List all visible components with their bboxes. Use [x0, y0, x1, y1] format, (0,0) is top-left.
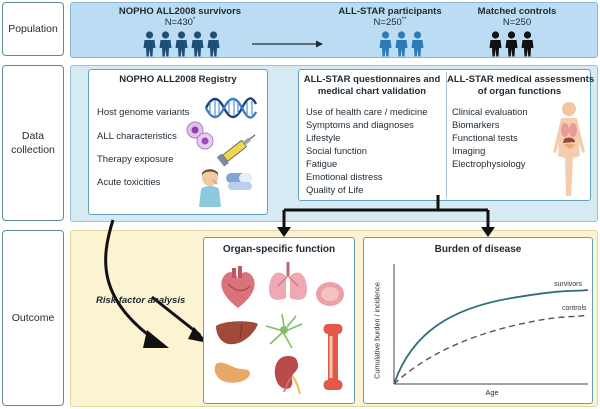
cohort-participants-footnote-mark: **	[401, 17, 407, 23]
assessments-title-line2: of organ functions	[477, 86, 562, 97]
cohort-participants-n: N=250	[373, 17, 402, 29]
assessment-item: Biomarkers	[452, 118, 500, 130]
assessment-item: Imaging	[452, 144, 486, 156]
questionnaires-title-line2: medical chart validation	[317, 86, 427, 97]
registry-item: Host genome variants	[97, 107, 190, 118]
bone-icon	[323, 324, 343, 390]
registry-box: NOPHO ALL2008 Registry Host genome varia…	[88, 69, 268, 215]
controls-label: controls	[562, 305, 587, 312]
assessment-item: Clinical evaluation	[452, 106, 528, 117]
population-arrow	[252, 40, 323, 48]
person-icon	[206, 31, 221, 57]
registry-title: NOPHO ALL2008 Registry	[119, 74, 237, 85]
cohort-controls-count: N=250	[462, 17, 572, 29]
kidney-icon	[274, 356, 301, 395]
registry-item: ALL characteristics	[97, 131, 177, 142]
controls-curve	[393, 314, 589, 385]
cohort-survivors-footnote-mark: *	[192, 17, 196, 23]
cohort-participants-count: N=250**	[320, 17, 460, 30]
burden-xlabel: Age	[485, 388, 499, 397]
person-icon	[174, 31, 189, 57]
person-icon	[488, 31, 503, 57]
row-label-population-text: Population	[8, 22, 58, 35]
organ-function-title: Organ-specific function	[222, 244, 336, 255]
person-icon	[142, 31, 157, 57]
assessment-item: Functional tests	[452, 131, 518, 143]
risk-factor-text: Risk factor analysis	[96, 295, 186, 306]
person-icon	[394, 31, 409, 57]
row-label-data-collection-text: Data collection	[11, 129, 55, 156]
survivors-curve	[393, 289, 589, 385]
registry-item: Acute toxicities	[97, 177, 161, 188]
cohort-survivors-count: N=430*	[100, 17, 260, 30]
heart-icon	[221, 266, 255, 308]
burden-plot: survivors controls	[393, 264, 589, 385]
risk-factor-arrow	[104, 219, 169, 348]
assessments-list: Clinical evaluation Biomarkers Functiona…	[452, 106, 528, 171]
blood-cells-icon	[186, 121, 214, 150]
questionnaires-assessments-box: ALL-STAR questionnaires and medical char…	[298, 69, 595, 201]
syringe-icon	[216, 134, 256, 167]
cohort-survivors-title: NOPHO ALL2008 survivors	[100, 6, 260, 18]
cohort-controls-n: N=250	[502, 17, 532, 28]
questionnaire-item: Lifestyle	[306, 131, 341, 143]
risk-factor-label: Risk factor analysis	[96, 295, 185, 306]
cohort-survivors-n: N=430	[164, 17, 193, 29]
questionnaires-list: Use of health care / medicine Symptoms a…	[306, 106, 427, 197]
assessment-item: Electrophysiology	[452, 157, 526, 169]
questionnaire-item: Emotional distress	[306, 170, 383, 182]
assessments-title-line1: ALL-STAR medical assessments	[447, 74, 595, 85]
population-band	[70, 2, 598, 58]
sick-child-icon	[199, 169, 221, 207]
cohort-participants-title-text: ALL-STAR participants	[338, 6, 442, 17]
pills-icon	[226, 173, 252, 190]
organ-function-box: Organ-specific function	[203, 237, 355, 404]
dna-icon	[204, 97, 258, 119]
row-label-outcome: Outcome	[2, 230, 64, 406]
participants-people-icon	[378, 31, 424, 57]
questionnaire-item: Social function	[306, 144, 367, 156]
burden-title: Burden of disease	[434, 244, 522, 255]
stomach-icon	[316, 282, 344, 306]
questionnaires-title-line1: ALL-STAR questionnaires and	[303, 74, 441, 85]
person-icon	[504, 31, 519, 57]
human-body-icon	[553, 102, 585, 196]
registry-item: Therapy exposure	[97, 154, 174, 165]
row-label-data-collection: Data collection	[2, 65, 64, 221]
person-icon	[378, 31, 393, 57]
neuron-icon	[265, 313, 303, 349]
person-icon	[520, 31, 535, 57]
pancreas-icon	[214, 362, 250, 383]
lungs-icon	[269, 262, 307, 300]
person-icon	[190, 31, 205, 57]
data-to-outcome-connector	[277, 195, 495, 237]
questionnaire-item: Fatigue	[306, 157, 338, 169]
cohort-controls-title-text: Matched controls	[477, 6, 557, 17]
questionnaire-item: Symptoms and diagnoses	[306, 118, 414, 130]
row-label-outcome-text: Outcome	[11, 311, 55, 324]
cohort-controls-title: Matched controls	[462, 6, 572, 18]
controls-people-icon	[488, 31, 534, 57]
questionnaire-item: Use of health care / medicine	[306, 106, 428, 117]
burden-ylabel: Cumulative burden / incidence	[372, 282, 382, 379]
cohort-survivors-title-text: NOPHO ALL2008 survivors	[118, 6, 242, 17]
cohort-participants-title: ALL-STAR participants	[320, 6, 460, 18]
box-divider	[446, 72, 447, 198]
person-icon	[410, 31, 425, 57]
person-icon	[158, 31, 173, 57]
liver-icon	[216, 321, 258, 345]
row-label-population: Population	[2, 2, 64, 56]
burden-box: Burden of disease Cumulative burden / in…	[363, 237, 593, 404]
survivors-people-icon	[142, 31, 222, 57]
survivors-label: survivors	[554, 281, 583, 288]
questionnaire-item: Quality of Life	[306, 183, 364, 195]
